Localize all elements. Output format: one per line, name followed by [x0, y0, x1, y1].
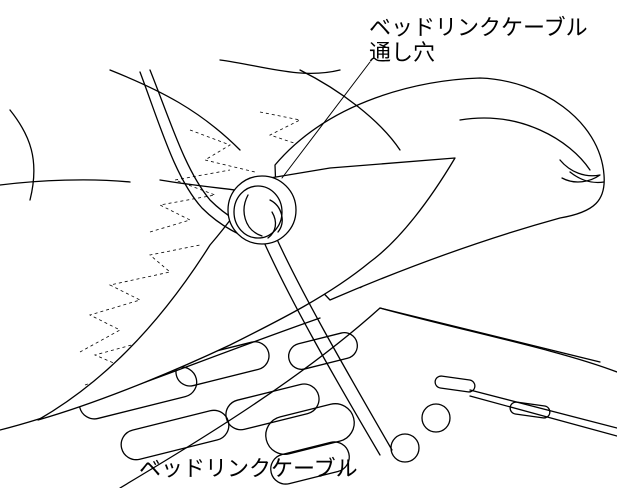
cable-hole [227, 175, 297, 245]
cable-hole-label-line1: ベッドリンクケーブル [369, 16, 588, 41]
base-slot [270, 441, 350, 485]
cable-hole-label: ベッドリンクケーブル 通し穴 [369, 16, 588, 66]
hole-leader-line [281, 61, 371, 179]
base-slot [225, 383, 320, 431]
sheet [0, 59, 456, 421]
base-round-slot [421, 403, 451, 433]
cable-hole-label-line2: 通し穴 [369, 41, 436, 66]
cable-hole-ring [227, 175, 297, 245]
base-slot [120, 409, 230, 461]
cable-label: ベッドリンクケーブル [139, 457, 358, 482]
base-slot [288, 332, 358, 370]
base-round-slot [390, 433, 420, 463]
base-slot [265, 403, 355, 455]
